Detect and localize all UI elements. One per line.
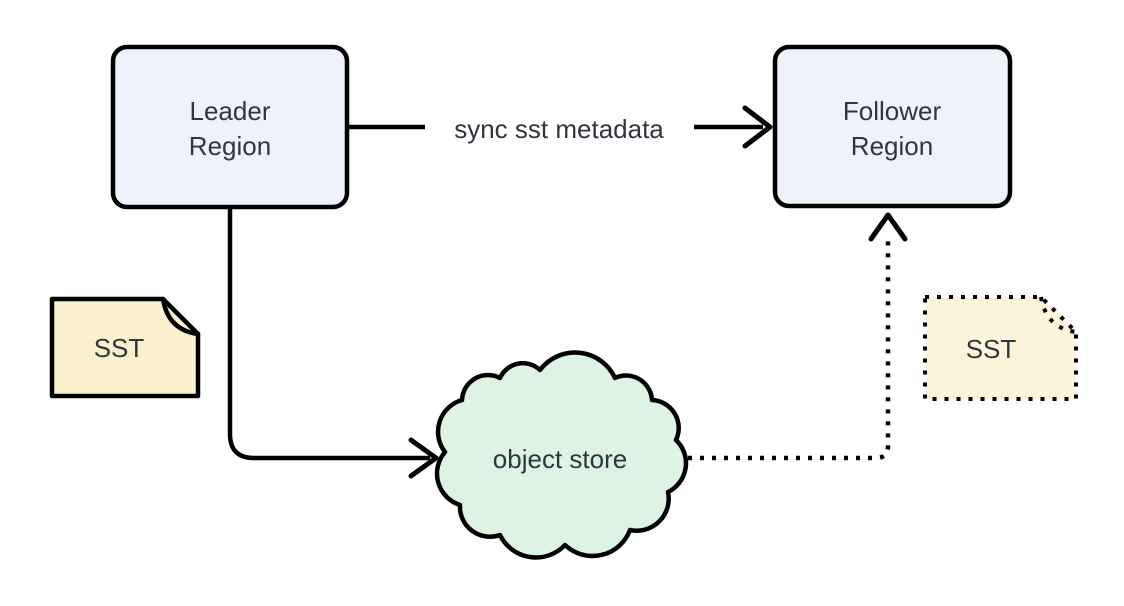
leader-region-label-line2: Region: [189, 131, 271, 161]
sst-right-doc-fold: [1039, 296, 1077, 334]
upload-sst-arrow: [227, 207, 439, 479]
replicate-arrowhead-icon: [868, 212, 908, 242]
follower-region-node: Follower Region: [772, 44, 1013, 209]
sst-document-right: SST: [923, 295, 1078, 401]
leader-region-label-line1: Leader: [190, 96, 271, 126]
follower-region-box: [772, 44, 1013, 209]
follower-region-label-line1: Follower: [843, 96, 942, 126]
sst-document-left: SST: [49, 296, 201, 399]
leader-region-node: Leader Region: [110, 44, 350, 210]
object-store-cloud-shape: [434, 350, 689, 560]
sst-left-doc-shape: [49, 296, 201, 399]
follower-region-label-line2: Region: [851, 131, 933, 161]
sst-left-label: SST: [94, 333, 145, 363]
leader-region-box: [110, 44, 350, 210]
object-store-label: object store: [493, 444, 627, 474]
sync-arrowhead-icon: [742, 105, 773, 149]
sst-left-doc-fold: [160, 296, 201, 337]
upload-arrowhead-icon: [408, 437, 439, 479]
sync-metadata-arrow: sync sst metadata: [347, 105, 773, 149]
upload-arrow-path: [227, 207, 431, 461]
sync-metadata-edge-label: sync sst metadata: [454, 114, 664, 144]
object-store-node: object store: [434, 350, 689, 560]
replicate-arrow-path: [688, 238, 891, 461]
sst-right-label: SST: [966, 334, 1017, 364]
sst-right-doc-shape: [923, 295, 1078, 401]
replicate-sst-arrow: [688, 212, 908, 461]
